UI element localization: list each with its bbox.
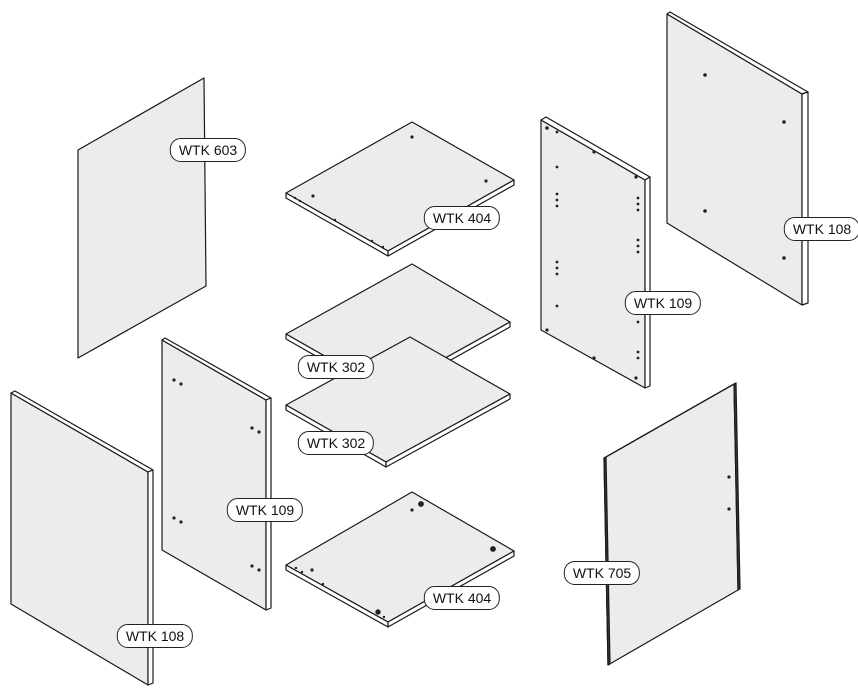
panel-wtk-404-top bbox=[285, 121, 515, 257]
panel-wtk-705 bbox=[603, 382, 741, 666]
label-wtk-404-top: WTK 404 bbox=[423, 206, 501, 230]
label-wtk-404-bottom: WTK 404 bbox=[423, 586, 501, 610]
label-wtk-302-upper: WTK 302 bbox=[297, 355, 375, 379]
panel-wtk-109-right bbox=[540, 116, 651, 389]
label-wtk-705: WTK 705 bbox=[563, 561, 641, 585]
panel-wtk-109-left bbox=[161, 337, 272, 611]
label-wtk-108-left: WTK 108 bbox=[116, 624, 194, 648]
panel-wtk-108-left bbox=[10, 390, 154, 686]
label-wtk-302-lower: WTK 302 bbox=[297, 431, 375, 455]
label-wtk-603: WTK 603 bbox=[169, 138, 247, 162]
label-wtk-109-left: WTK 109 bbox=[226, 498, 304, 522]
panel-wtk-108-right bbox=[666, 11, 809, 306]
label-wtk-109-right: WTK 109 bbox=[624, 291, 702, 315]
panel-wtk-603 bbox=[77, 77, 207, 359]
label-wtk-108-right: WTK 108 bbox=[783, 217, 858, 241]
